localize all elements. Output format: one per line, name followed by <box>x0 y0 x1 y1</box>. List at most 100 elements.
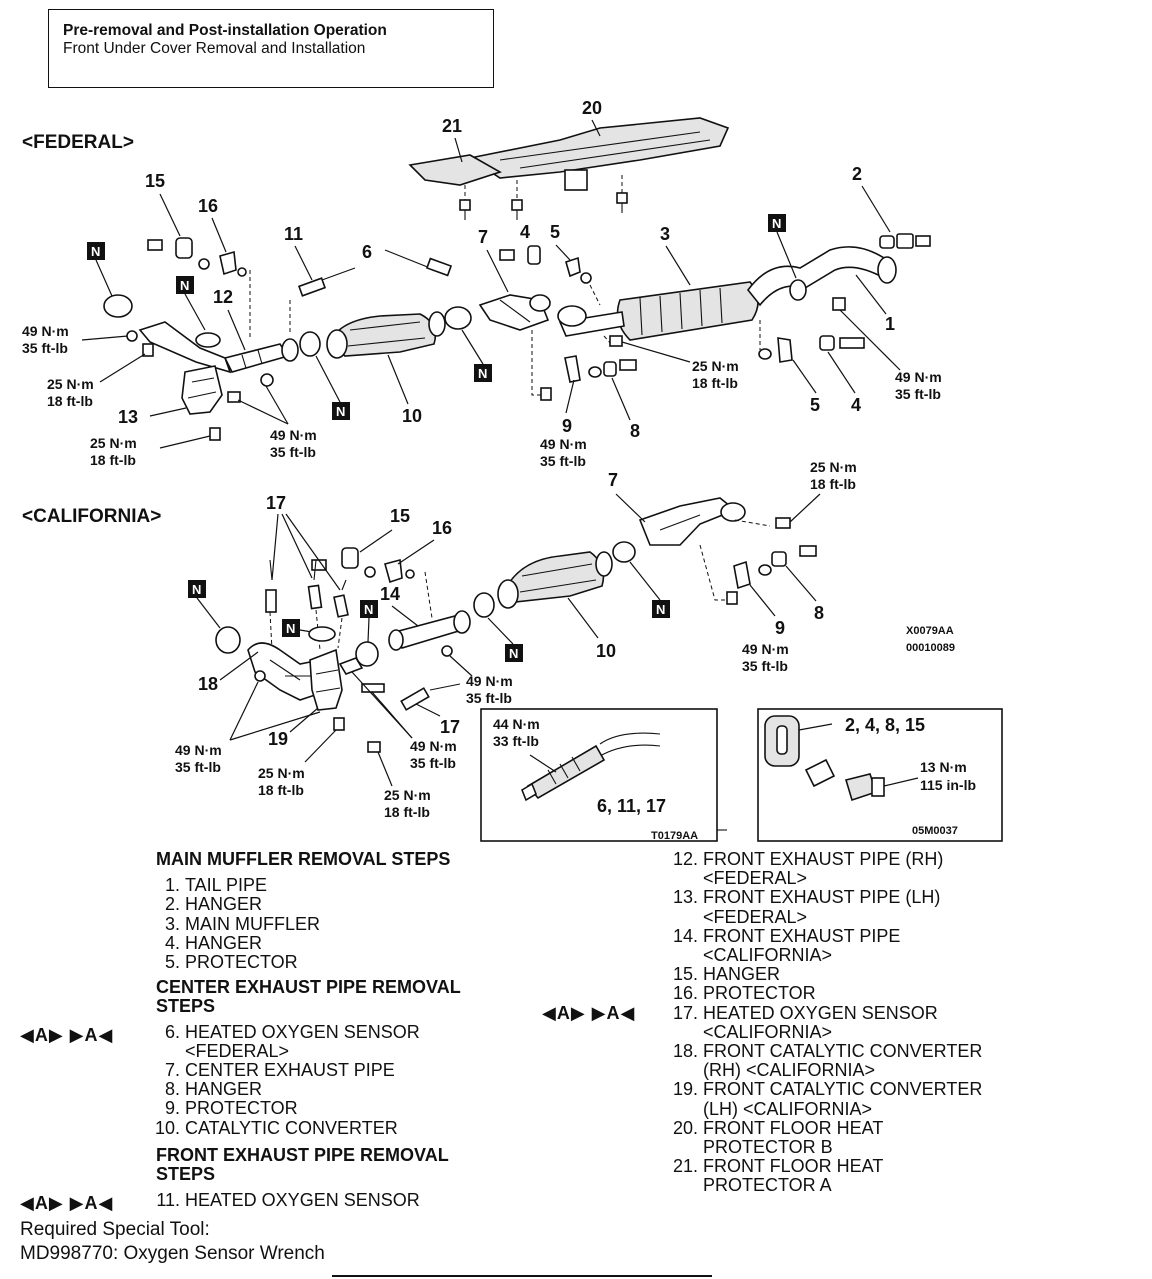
oxygen-sensor-17-b <box>307 559 323 610</box>
center-pipe-title-2: STEPS <box>156 996 216 1017</box>
center-exhaust-pipe <box>478 294 551 331</box>
list-item: 7.CENTER EXHAUST PIPE <box>164 1060 395 1081</box>
callout-15-cal: 15 <box>390 506 410 526</box>
list-item: 21.FRONT FLOOR HEAT <box>672 1156 884 1177</box>
n-marker-text: N <box>91 244 100 259</box>
gasket-fed-front-1 <box>103 294 133 318</box>
torque-25-center-ft: 18 ft-lb <box>692 375 738 391</box>
hanger-15-fed <box>147 237 247 277</box>
front-exhaust-pipe-lh-fed <box>181 365 223 415</box>
inset-sensor: 44 N·m 33 ft-lb 6, 11, 17 T0179AA <box>480 708 727 842</box>
front-exhaust-pipe-cal <box>388 610 471 651</box>
bolt-cal-center <box>775 517 791 529</box>
list-item: 4.HANGER <box>164 932 263 953</box>
torque-25-cal-19-nm: 25 N·m <box>258 765 305 781</box>
federal-section-label: <FEDERAL> <box>22 132 134 153</box>
code-05m0037: 05M0037 <box>912 825 958 837</box>
header-title: Pre-removal and Post-installation Operat… <box>63 22 387 39</box>
nut-fed-b <box>260 373 274 387</box>
callout-9-cal: 9 <box>775 618 785 638</box>
torque-25-cal-center-nm: 25 N·m <box>810 459 857 475</box>
torque-49-cal-prot-nm: 49 N·m <box>742 641 789 657</box>
gasket-cal-mid <box>308 626 336 642</box>
callout-14: 14 <box>380 584 400 604</box>
torque-49-fed-c-nm: 49 N·m <box>270 427 317 443</box>
callout-18: 18 <box>198 674 218 694</box>
n-marker-text: N <box>336 404 345 419</box>
oxygen-sensor-17-a <box>265 559 277 613</box>
bolt-hp-2 <box>511 199 523 220</box>
list-item: 16.PROTECTOR <box>672 983 816 1004</box>
torque-25-cal-19-ft: 18 ft-lb <box>258 782 304 798</box>
callout-21: 21 <box>442 116 462 136</box>
special-tool: Required Special Tool: MD998770: Oxygen … <box>20 1218 325 1266</box>
callout-20: 20 <box>582 98 602 118</box>
california-section-label: <CALIFORNIA> <box>22 506 161 527</box>
torque-49-cal-14-ft: 35 ft-lb <box>466 690 512 706</box>
torque-13-nm: 13 N·m <box>920 759 967 775</box>
nut-fed-front <box>126 330 138 342</box>
oxygen-sensor-17-d <box>400 683 461 711</box>
torque-25-fed-b-ft: 18 ft-lb <box>90 452 136 468</box>
header-subtitle: Front Under Cover Removal and Installati… <box>63 40 366 57</box>
list-item: PROTECTOR A <box>703 1175 832 1196</box>
callout-6: 6 <box>362 242 372 262</box>
n-marker-fed-3 <box>87 242 105 260</box>
list-item: <FEDERAL> <box>185 1040 290 1061</box>
oxygen-sensor-11 <box>297 267 356 297</box>
torque-25-center-nm: 25 N·m <box>692 358 739 374</box>
catalytic-converter-cal <box>497 551 613 609</box>
n-marker-cal-5 <box>360 600 378 618</box>
n-marker-text: N <box>509 646 518 661</box>
list-item: 10.CATALYTIC CONVERTER <box>154 1117 398 1138</box>
torque-49-tail-nm: 49 N·m <box>895 369 942 385</box>
list-item: <CALIFORNIA> <box>703 1021 833 1042</box>
n-marker-text: N <box>364 602 373 617</box>
callout-3: 3 <box>660 224 670 244</box>
bolt-cal-19 <box>333 717 345 731</box>
n-marker-cal-3 <box>188 580 206 598</box>
list-item: 8.HANGER <box>164 1079 263 1100</box>
callout-17-bottom: 17 <box>440 717 460 737</box>
torque-49-cal-14-nm: 49 N·m <box>466 673 513 689</box>
torque-25-fed-a-ft: 18 ft-lb <box>47 393 93 409</box>
service-mark-17: ◀A▶ ▶A◀ <box>542 1003 636 1023</box>
n-marker-text: N <box>180 278 189 293</box>
service-mark-11: ◀A▶ ▶A◀ <box>20 1193 114 1213</box>
torque-49-fed-ft: 35 ft-lb <box>540 453 586 469</box>
hanger-8-fed <box>564 355 637 383</box>
code-00010089: 00010089 <box>906 642 955 654</box>
callout-17-top: 17 <box>266 493 286 513</box>
n-marker-text: N <box>478 366 487 381</box>
list-item: 12.FRONT EXHAUST PIPE (RH) <box>672 849 944 869</box>
center-pipe-title-1: CENTER EXHAUST PIPE REMOVAL <box>156 977 461 998</box>
gasket-fed-cat <box>444 306 472 330</box>
list-item: 18.FRONT CATALYTIC CONVERTER <box>672 1041 983 1062</box>
service-mark-6: ◀A▶ ▶A◀ <box>20 1025 114 1045</box>
list-item: 15.HANGER <box>672 964 781 985</box>
callout-7: 7 <box>478 227 488 247</box>
torque-49-cal-18-nm: 49 N·m <box>175 742 222 758</box>
nut-fed-c <box>227 391 241 403</box>
main-muffler-title: MAIN MUFFLER REMOVAL STEPS <box>156 849 451 869</box>
n-marker-cal-1 <box>652 600 670 618</box>
n-marker-tail <box>768 214 786 232</box>
n-marker-fed-1 <box>474 364 492 382</box>
torque-25-fed-a-nm: 25 N·m <box>47 376 94 392</box>
callout-5-front: 5 <box>550 222 560 242</box>
list-item: 6.HEATED OXYGEN SENSOR <box>164 1021 420 1042</box>
list-item: <FEDERAL> <box>703 868 808 889</box>
callout-7-cal: 7 <box>608 470 618 490</box>
tail-pipe <box>746 246 897 307</box>
special-tool-value: MD998770: Oxygen Sensor Wrench <box>20 1243 325 1264</box>
list-item: 14.FRONT EXHAUST PIPE <box>672 925 901 946</box>
torque-25-cal-center-ft: 18 ft-lb <box>810 476 856 492</box>
torque-49-tail-ft: 35 ft-lb <box>895 386 941 402</box>
n-marker-fed-4 <box>176 276 194 294</box>
torque-25-fed-b-nm: 25 N·m <box>90 435 137 451</box>
n-marker-cal-2 <box>505 644 523 662</box>
callout-10-fed: 10 <box>402 406 422 426</box>
callout-13: 13 <box>118 407 138 427</box>
gasket-tail <box>789 279 807 301</box>
